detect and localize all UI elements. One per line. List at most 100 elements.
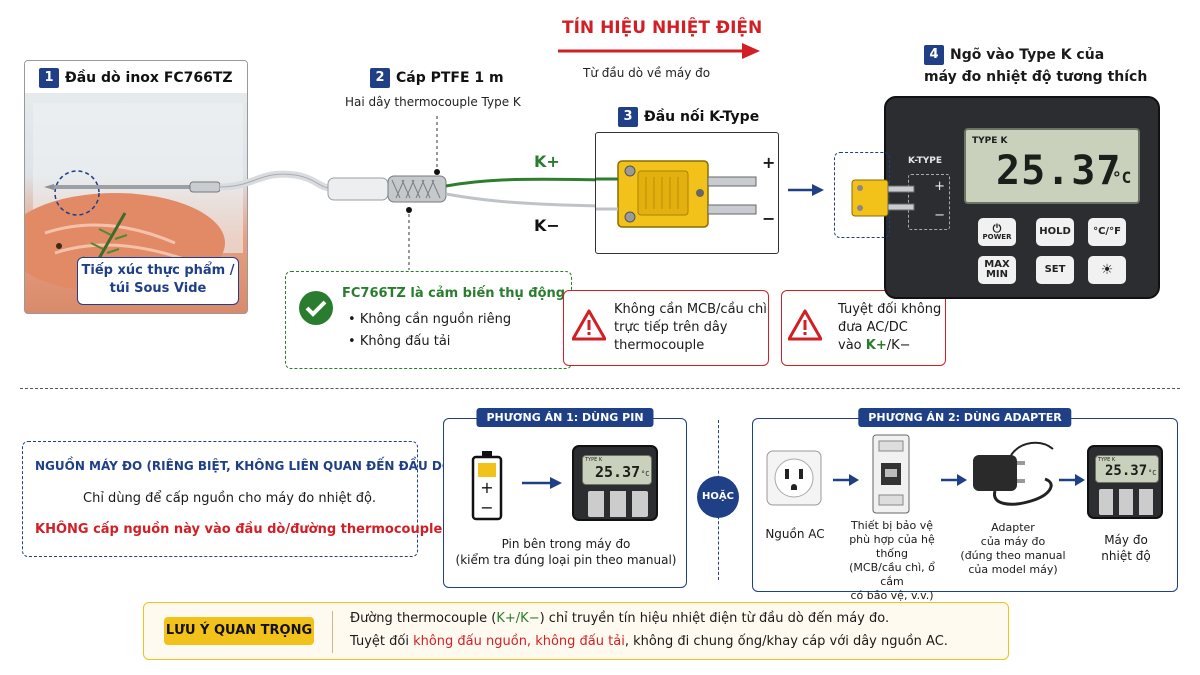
signal-title: TÍN HIỆU NHIỆT ĐIỆN (562, 18, 763, 38)
warning1-line1: Không cần MCB/cầu chì (614, 302, 767, 317)
set-button[interactable]: SET (1036, 256, 1074, 284)
warning2-line3: vào K+/K− (838, 337, 941, 355)
lcd-reading: 25.37 (996, 148, 1122, 194)
warning-no-acdc: Tuyệt đối không đưa AC/DC vào K+/K− (781, 290, 946, 366)
option2-meter-line2: nhiệt độ (1101, 548, 1151, 563)
arrow-adapter-to-meter (1059, 474, 1085, 486)
mcb-breaker-icon (872, 434, 910, 514)
arrow-ac-to-protect (833, 474, 859, 486)
warning-no-mcb: Không cần MCB/cầu chì trực tiếp trên dây… (563, 290, 769, 366)
lcd-unit: °C (1112, 168, 1132, 187)
passive-bullet-2-text: Không đấu tải (359, 334, 451, 349)
warning1-text: Không cần MCB/cầu chì trực tiếp trên dây… (614, 301, 767, 356)
step1-number: 1 (39, 67, 59, 88)
step2-title: Cáp PTFE 1 m (396, 70, 504, 86)
step4-number: 4 (924, 45, 944, 65)
probe-cable-drawing (44, 170, 601, 208)
max-label: MAX (984, 258, 1010, 270)
power-button[interactable]: ⏻POWER (978, 218, 1016, 246)
connector-box: + − (595, 132, 779, 254)
warning-icon (788, 309, 822, 341)
temperature-meter: K-TYPE + − TYPE K 25.37 °C ⏻POWER HOLD °… (884, 96, 1160, 299)
important-note-badge: LƯU Ý QUAN TRỌNG (164, 617, 314, 645)
unit-toggle-button[interactable]: °C/°F (1088, 218, 1126, 246)
arrow-protect-to-adapter (941, 474, 967, 486)
option1-caption: Pin bên trong máy đo (kiểm tra đúng loại… (444, 537, 688, 568)
kplus-label: K+ (534, 152, 560, 171)
passive-bullet-2: • Không đấu tải (348, 334, 451, 349)
socket-minus: − (934, 208, 945, 223)
power-source-desc: Chỉ dùng để cấp nguồn cho máy đo nhiệt đ… (83, 491, 377, 506)
mini-meter-lcd: TYPE K 25.37 °C (582, 455, 652, 485)
connector-plus-label: + (762, 153, 776, 172)
check-icon (299, 291, 333, 325)
step4-title-line1: Ngõ vào Type K của (950, 47, 1105, 63)
meter-input-socket: + − (908, 174, 950, 230)
option2-title: PHƯƠNG ÁN 2: DÙNG ADAPTER (858, 408, 1072, 427)
plugged-connector-image (851, 179, 915, 217)
meter-input-highlight (834, 152, 890, 238)
step4-title-line2: máy đo nhiệt độ tương thích (924, 68, 1148, 85)
warning2-line3-pre: vào (838, 338, 866, 354)
adapter-line1: Adapter (991, 521, 1035, 534)
or-badge: HOẶC (697, 476, 739, 518)
option1-caption-line1: Pin bên trong máy đo (501, 537, 631, 551)
power-source-title: NGUỒN MÁY ĐO (RIÊNG BIỆT, KHÔNG LIÊN QUA… (35, 459, 458, 473)
passive-leader-line (406, 207, 412, 270)
note-line1-k: K+/K− (496, 611, 540, 626)
mini-lcd-unit: °C (641, 470, 650, 478)
kminus-label: K− (534, 216, 560, 235)
mini2-lcd-reading: 25.37 (1105, 463, 1148, 479)
protection-device-label: Thiết bị bảo vệ phù hợp của hệ thống (MC… (837, 519, 947, 603)
food-contact-line2: túi Sous Vide (109, 281, 207, 297)
note-line2-red: không đấu nguồn, không đấu tải (413, 634, 625, 649)
meter-input-label: K-TYPE (908, 156, 943, 166)
adapter-label: Adapter của máy đo (đúng theo manual của… (953, 521, 1073, 577)
step2-subtitle: Hai dây thermocouple Type K (345, 95, 521, 109)
food-contact-label: Tiếp xúc thực phẩm / túi Sous Vide (77, 257, 239, 305)
backlight-button[interactable]: ☀ (1088, 256, 1126, 284)
meter-lcd: TYPE K 25.37 °C (964, 128, 1140, 204)
lcd-type-label: TYPE K (972, 136, 1008, 146)
mini-lcd-type: TYPE K (585, 457, 603, 463)
socket-plus: + (934, 179, 945, 194)
protect-line1: Thiết bị bảo vệ (850, 519, 934, 532)
note-line1-pre: Đường thermocouple ( (350, 611, 497, 626)
food-contact-line1: Tiếp xúc thực phẩm / (81, 263, 235, 278)
passive-sensor-box: FC766TZ là cảm biến thụ động • Không cần… (285, 271, 572, 369)
min-label: MIN (985, 269, 1009, 280)
connector-minus-label: − (762, 209, 776, 228)
ac-source-label: Nguồn AC (765, 527, 825, 541)
option1-title: PHƯƠNG ÁN 1: DÙNG PIN (476, 408, 654, 427)
warning1-line3: thermocouple (614, 338, 705, 354)
mini-meter2-buttons (1099, 489, 1155, 515)
step3-number: 3 (618, 106, 638, 127)
step3-title: Đầu nối K-Type (644, 109, 760, 125)
protect-line2: phù hợp của hệ thống (849, 533, 935, 561)
option2-meter-label: Máy đo nhiệt độ (1083, 533, 1169, 564)
power-label: POWER (982, 233, 1012, 242)
signal-arrow (558, 43, 760, 59)
step2-title-row: 2 Cáp PTFE 1 m (370, 67, 504, 88)
power-source-warning: KHÔNG cấp nguồn này vào đầu dò/đường the… (35, 522, 448, 537)
connector-to-meter-arrow (788, 184, 824, 196)
step3-title-row: 3 Đầu nối K-Type (618, 106, 759, 127)
adapter-line3: (đúng theo manual (960, 549, 1066, 563)
protect-line4: có bảo vệ, v.v.) (850, 589, 934, 603)
important-note-box: LƯU Ý QUAN TRỌNG Đường thermocouple (K+/… (143, 602, 1009, 660)
step2-number: 2 (370, 67, 390, 88)
mini-meter-option2: TYPE K 25.37 °C (1087, 445, 1163, 519)
hold-button[interactable]: HOLD (1036, 218, 1074, 246)
mini-meter-buttons (588, 491, 648, 517)
warning2-line1: Tuyệt đối không (838, 302, 942, 317)
mini-meter2-lcd: TYPE K 25.37 °C (1095, 455, 1159, 483)
mini2-lcd-unit: °C (1148, 469, 1157, 477)
battery-to-meter-arrow (522, 477, 562, 489)
svg-text:−: − (480, 498, 493, 517)
note-separator (332, 611, 333, 653)
note-line1-post: ) chỉ truyền tín hiệu nhiệt điện từ đầu … (539, 611, 890, 626)
backlight-icon: ☀ (1100, 261, 1114, 278)
